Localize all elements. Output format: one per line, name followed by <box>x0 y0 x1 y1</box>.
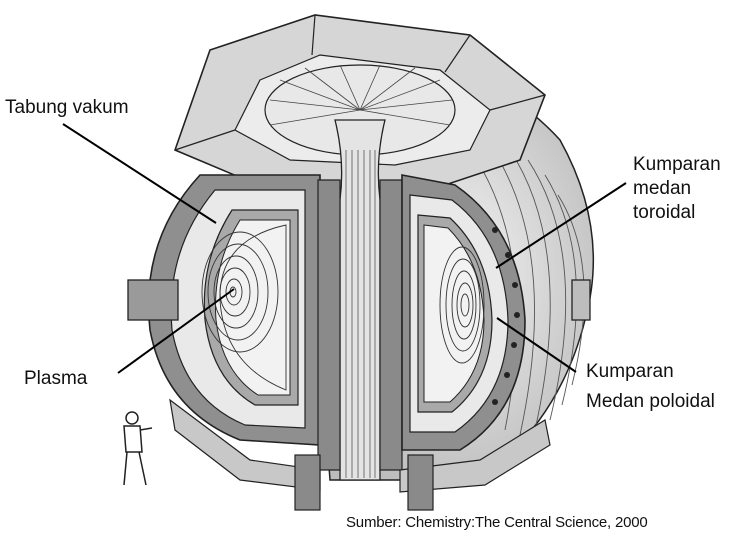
label-kumparan-poloidal: Kumparan Medan poloidal <box>586 357 715 418</box>
poloidal-coil-dots <box>492 227 520 405</box>
right-port <box>571 279 591 321</box>
top-cap <box>173 14 546 191</box>
label-kumparan-toroidal-line2: medan <box>633 177 692 199</box>
leader-kumparan-poloidal <box>496 317 577 373</box>
left-port <box>127 279 179 321</box>
central-solenoid <box>317 119 403 481</box>
label-plasma: Plasma <box>24 368 88 389</box>
leader-plasma <box>117 288 235 374</box>
label-tabung-vakum: Tabung vakum <box>5 97 129 118</box>
leader-kumparan-toroidal <box>495 182 627 269</box>
label-kumparan-toroidal-line1: Kumparan <box>633 154 721 175</box>
leader-lines <box>62 123 627 374</box>
source-caption: Sumber: Chemistry:The Central Science, 2… <box>346 514 648 531</box>
base <box>169 398 551 511</box>
label-kumparan-poloidal-line2: Medan poloidal <box>586 391 715 413</box>
right-vessel <box>401 174 526 451</box>
label-kumparan-poloidal-line1: Kumparan <box>586 361 674 382</box>
plasma-right <box>439 246 485 364</box>
left-vessel <box>147 174 321 446</box>
label-kumparan-toroidal: Kumparan medan toroidal <box>633 153 721 224</box>
leader-tabung-vakum <box>62 123 217 224</box>
label-kumparan-toroidal-line3: toroidal <box>633 201 696 223</box>
person-figure <box>123 411 153 486</box>
